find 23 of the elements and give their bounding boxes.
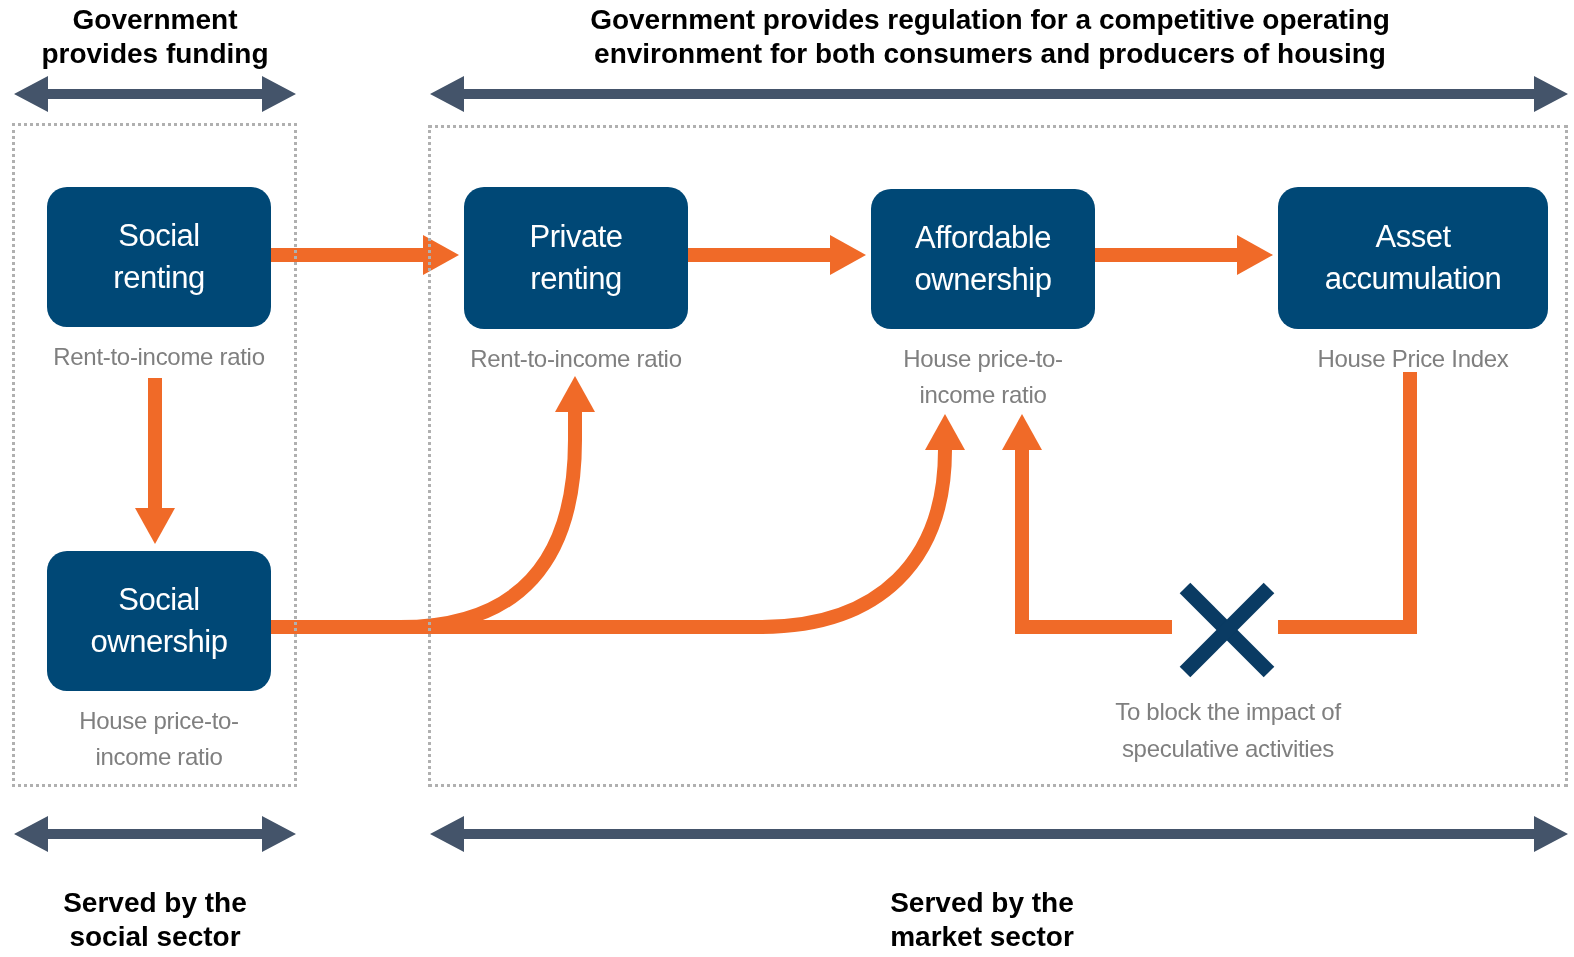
node-label: Rent-to-income ratio	[52, 342, 266, 372]
node-label: House price-to-income ratio	[902, 344, 1064, 410]
arrow	[1002, 414, 1172, 634]
arrow	[1094, 235, 1273, 275]
node-label: House price-to-income ratio	[78, 706, 240, 772]
heading: Served by the market sector	[889, 886, 1075, 954]
dotted-region	[428, 125, 1568, 787]
arrow	[270, 235, 459, 275]
node-label: Rent-to-income ratio	[469, 344, 683, 374]
node-label: To block the impact of speculative activities	[1114, 697, 1343, 764]
arrow	[135, 378, 175, 544]
process-box: Asset accumulation	[1278, 187, 1548, 329]
process-box: Affordable ownership	[871, 189, 1095, 329]
connector-line	[1278, 372, 1417, 634]
dotted-region	[12, 123, 297, 787]
heading: Government provides funding	[40, 3, 270, 71]
arrow	[687, 235, 866, 275]
node-label: House Price Index	[1316, 344, 1510, 374]
process-box: Private renting	[464, 187, 688, 329]
process-box: Social renting	[47, 187, 271, 327]
heading: Served by the social sector	[62, 886, 248, 954]
process-box: Social ownership	[47, 551, 271, 691]
heading: Government provides regulation for a competitive operating environment for both consumers and producers of housing	[589, 3, 1391, 71]
